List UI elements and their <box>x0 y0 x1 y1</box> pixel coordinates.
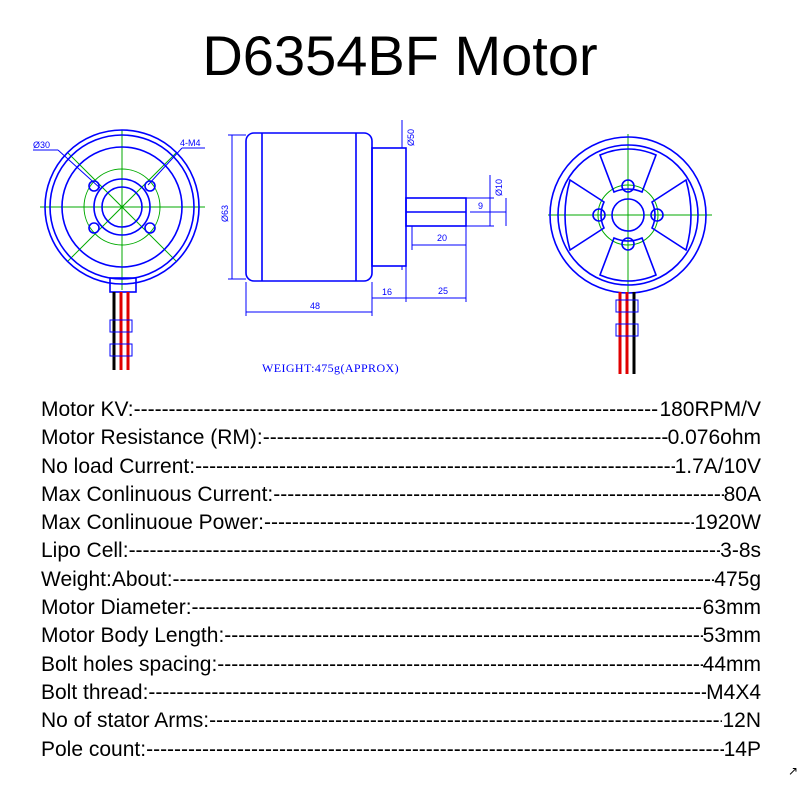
side-view-dimensions <box>228 120 507 316</box>
front-view-center-lines <box>40 130 205 290</box>
spec-row-lipo-cell: Lipo Cell: 3-8s <box>41 537 761 565</box>
spec-leader <box>195 453 675 481</box>
spec-value: 180RPM/V <box>659 398 761 421</box>
shaft-diameter-label: Ø10 <box>494 179 504 196</box>
spec-value: 44mm <box>702 652 761 676</box>
spec-row-bolt-spacing: Bolt holes spacing: 44mm <box>41 651 761 679</box>
corner-tick: ↗ <box>787 764 798 778</box>
front-view-leaders <box>33 147 205 189</box>
spec-row-resistance: Motor Resistance (RM): 0.076ohm <box>41 424 761 452</box>
spec-leader <box>134 396 660 424</box>
spec-value: 0.076ohm <box>667 426 761 450</box>
spec-value: 53mm <box>702 624 761 648</box>
spec-row-kv: Motor KV: 180RPM/V <box>41 396 761 424</box>
spec-leader <box>192 594 703 622</box>
spec-label: Motor Body Length: <box>41 624 225 648</box>
motor-technical-drawing: Ø30 4-M4 <box>33 120 712 374</box>
side-view <box>228 120 507 316</box>
spec-label: No of stator Arms: <box>41 709 210 733</box>
bell-diameter-label: Ø50 <box>406 129 416 146</box>
weight-note: WEIGHT:475g(APPROX) <box>262 361 399 375</box>
rear-view-center-lines <box>548 134 712 294</box>
spec-label: Max Conlinuous Current: <box>41 482 274 506</box>
front-view-wires <box>112 292 130 370</box>
spec-label: No load Current: <box>41 454 196 478</box>
spec-label: Motor Resistance (RM): <box>41 426 263 450</box>
spec-row-max-power: Max Conlinuoue Power: 1920W <box>41 509 761 537</box>
spec-row-no-load-current: No load Current: 1.7A/10V <box>41 453 761 481</box>
body-diameter-label: Ø63 <box>220 205 230 222</box>
spec-value: 1920W <box>694 511 761 535</box>
spec-value: 14P <box>723 737 761 761</box>
shaft-flat-label: 9 <box>478 201 483 211</box>
spec-leader <box>263 424 668 452</box>
side-view-outline <box>245 132 467 282</box>
page-title: D6354BF Motor <box>202 24 598 87</box>
spec-value: 12N <box>722 709 761 733</box>
spec-value: 475g <box>714 567 761 591</box>
spec-label: Motor KV: <box>41 398 134 421</box>
spec-leader <box>224 622 702 650</box>
spec-label: Lipo Cell: <box>41 539 129 563</box>
spec-list: Motor KV: 180RPM/V Motor Resistance (RM)… <box>41 396 761 764</box>
spec-value: M4X4 <box>706 680 761 704</box>
spec-label: Pole count: <box>41 737 147 761</box>
spec-row-bolt-thread: Bolt thread: M4X4 <box>41 679 761 707</box>
mount-length-label: 16 <box>382 287 392 297</box>
bore-diameter-label: Ø30 <box>33 140 50 150</box>
shaft-total-label: 25 <box>438 286 448 296</box>
spec-leader <box>173 566 715 594</box>
rear-view <box>548 134 712 374</box>
shaft-length-label: 20 <box>437 233 447 243</box>
spec-label: Bolt thread: <box>41 680 149 704</box>
spec-row-max-current: Max Conlinuous Current: 80A <box>41 481 761 509</box>
spec-leader <box>146 736 724 764</box>
front-view-outline <box>44 129 200 293</box>
spec-value: 3-8s <box>720 539 761 563</box>
body-length-label: 48 <box>310 301 320 311</box>
spec-leader <box>264 509 695 537</box>
spec-label: Weight:About: <box>41 567 173 591</box>
spec-leader <box>209 707 722 735</box>
spec-row-weight: Weight:About: 475g <box>41 566 761 594</box>
spec-label: Max Conlinuoue Power: <box>41 511 264 535</box>
spec-leader <box>129 537 721 565</box>
spec-leader <box>148 679 706 707</box>
spec-row-diameter: Motor Diameter: 63mm <box>41 594 761 622</box>
spec-label: Motor Diameter: <box>41 596 192 620</box>
front-view <box>33 129 205 370</box>
rear-view-wire-sleeve <box>615 299 639 337</box>
spec-leader <box>217 651 702 679</box>
front-view-wire-sleeve <box>109 319 133 357</box>
spec-label: Bolt holes spacing: <box>41 652 218 676</box>
spec-value: 1.7A/10V <box>674 454 761 478</box>
spec-value: 80A <box>723 482 761 506</box>
holes-label: 4-M4 <box>180 138 201 148</box>
spec-value: 63mm <box>702 596 761 620</box>
rear-view-wires <box>618 292 636 374</box>
spec-row-pole-count: Pole count: 14P <box>41 736 761 764</box>
spec-leader <box>273 481 723 509</box>
spec-row-body-length: Motor Body Length: 53mm <box>41 622 761 650</box>
spec-row-stator-arms: No of stator Arms: 12N <box>41 707 761 735</box>
